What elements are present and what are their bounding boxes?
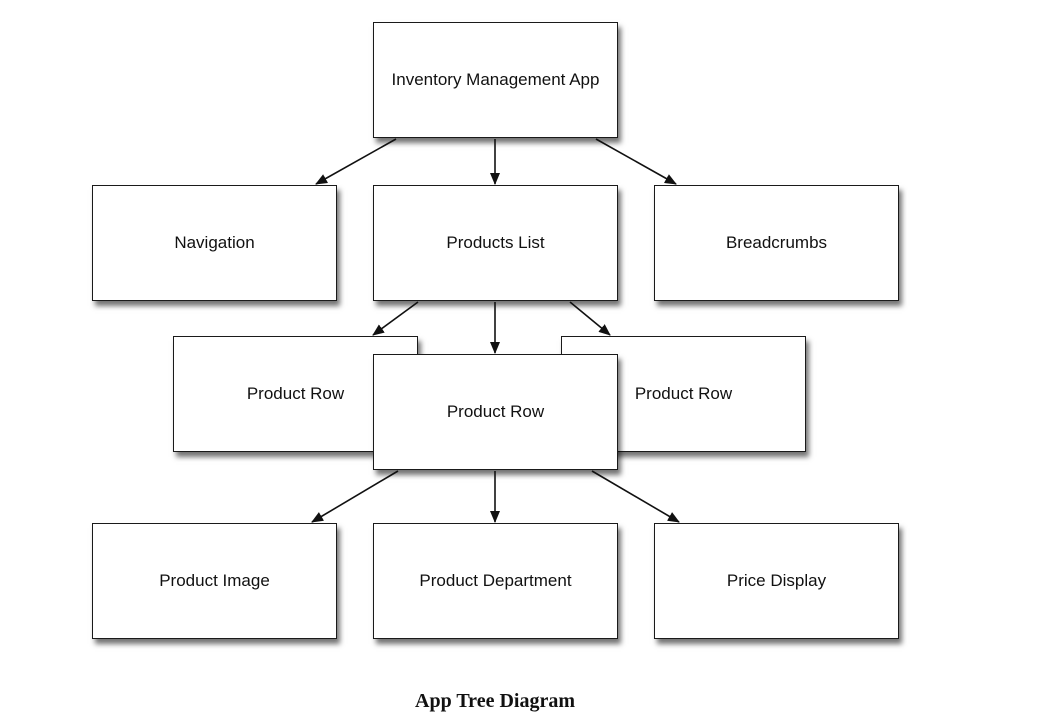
- edge-products-list-to-product-row-right: [569, 301, 611, 336]
- node-label-price-display: Price Display: [726, 571, 827, 590]
- node-product-department: Product Department: [373, 523, 618, 639]
- edge-products-list-to-product-row-left: [372, 301, 419, 336]
- node-product-row-center: Product Row: [373, 354, 618, 470]
- edge-root-to-navigation: [315, 138, 397, 185]
- node-label-product-image: Product Image: [159, 571, 270, 590]
- node-breadcrumbs: Breadcrumbs: [654, 185, 899, 301]
- node-label-products-list: Products List: [446, 233, 545, 252]
- node-label-navigation: Navigation: [174, 233, 255, 252]
- node-inventory-management-app: Inventory Management App: [373, 22, 618, 138]
- node-price-display: Price Display: [654, 523, 899, 639]
- node-label-inventory-management-app: Inventory Management App: [391, 70, 600, 89]
- node-label-product-row-right: Product Row: [634, 384, 733, 403]
- node-label-product-row-center: Product Row: [446, 402, 545, 421]
- node-label-product-row-left: Product Row: [246, 384, 345, 403]
- edge-product-row-to-price-display: [591, 470, 680, 523]
- node-product-image: Product Image: [92, 523, 337, 639]
- diagram-caption: App Tree Diagram: [415, 690, 575, 712]
- edge-root-to-breadcrumbs: [595, 138, 677, 185]
- node-navigation: Navigation: [92, 185, 337, 301]
- node-label-product-department: Product Department: [419, 571, 572, 590]
- edge-product-row-to-product-image: [311, 470, 399, 523]
- node-label-breadcrumbs: Breadcrumbs: [725, 233, 828, 252]
- node-products-list: Products List: [373, 185, 618, 301]
